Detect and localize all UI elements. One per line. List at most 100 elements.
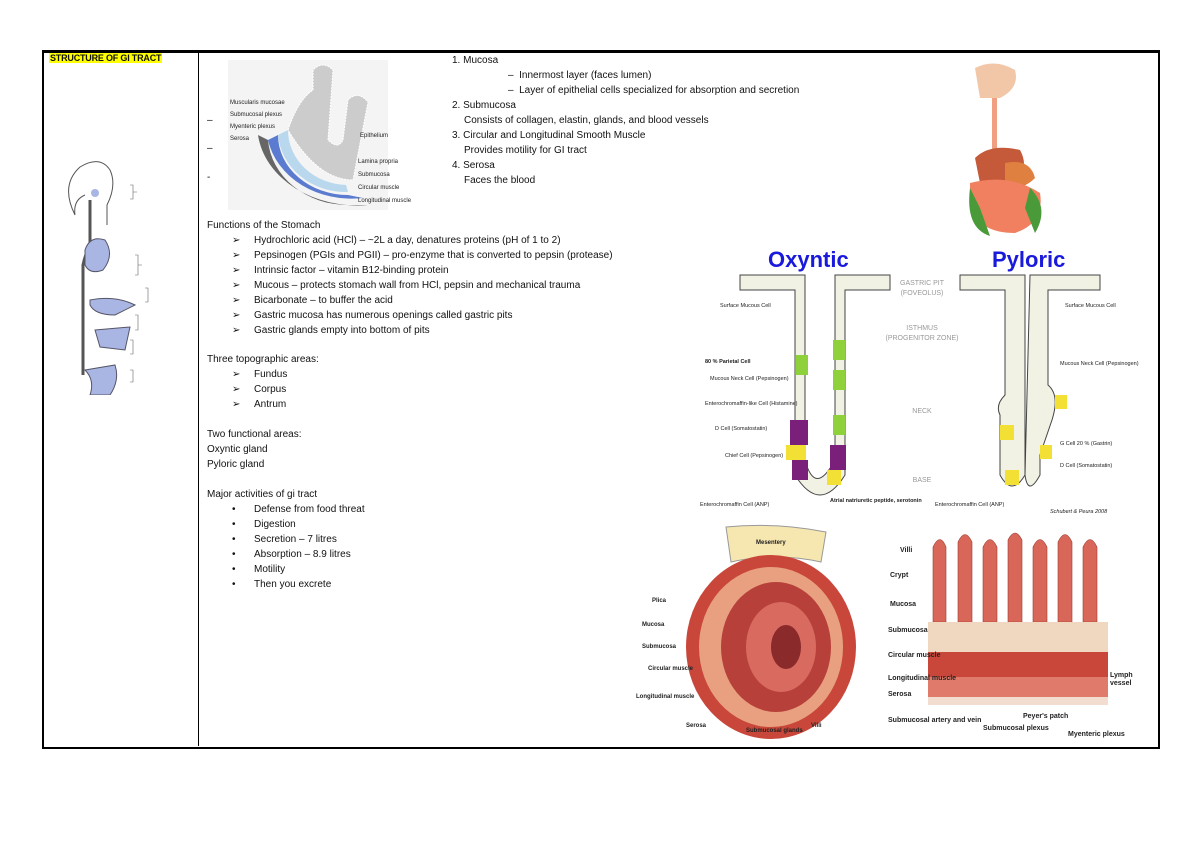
- dash-mark: -: [207, 172, 211, 183]
- figure-label: Submucosal plexus: [230, 112, 282, 118]
- arrow-bullet-icon: ➢: [232, 369, 241, 380]
- list-item: ➢Intrinsic factor – vitamin B12-binding …: [232, 265, 449, 276]
- list-item: ➢Fundus: [232, 369, 288, 380]
- figure-label: Surface Mucous Cell: [720, 303, 771, 309]
- figure-label: Submucosal plexus: [983, 725, 1049, 732]
- figure-label: Lymph vessel: [1110, 672, 1133, 687]
- figure-label: Circular muscle: [358, 185, 400, 191]
- oxyntic-heading: Oxyntic: [768, 247, 849, 272]
- figure-label: D Cell (Somatostatin): [1060, 463, 1112, 469]
- figure-label: ISTHMUS: [906, 325, 938, 332]
- figure-label: Submucosal artery and vein: [888, 717, 981, 724]
- list-item: •Absorption – 8.9 litres: [232, 549, 351, 560]
- figure-label: Mucosa: [890, 601, 916, 608]
- figure-label: Myenteric plexus: [230, 124, 275, 130]
- figure-label: Lamina propria: [358, 159, 399, 165]
- layer-item-muscle: 3. Circular and Longitudinal Smooth Musc…: [452, 130, 646, 141]
- list-item: •Secretion – 7 litres: [232, 534, 337, 545]
- dash-mark: –: [207, 115, 213, 126]
- figure-label: Enterochromaffin Cell (ANP): [935, 502, 1004, 508]
- pyloric-heading: Pyloric: [992, 247, 1065, 272]
- gastric-glands-diagram: Oxyntic Pyloric GASTRIC PIT (FOVEOLUS) IS…: [700, 247, 1139, 515]
- figure-label: Mucous Neck Cell (Pepsinogen): [1060, 361, 1139, 367]
- bullet-icon: •: [232, 549, 236, 560]
- bullet-icon: •: [232, 564, 236, 575]
- figure-label: Serosa: [888, 691, 911, 698]
- bullet-icon: •: [232, 534, 236, 545]
- list-item: •Motility: [232, 564, 286, 575]
- list-item: ➢Mucous – protects stomach wall from HCl…: [232, 280, 581, 291]
- figure-label: GASTRIC PIT: [900, 280, 945, 287]
- figure-label: Myenteric plexus: [1068, 731, 1125, 738]
- layer-item-mucosa: 1. Mucosa: [452, 55, 499, 66]
- figure-label: Submucosal glands: [746, 728, 803, 734]
- gi-tract-diagram: [68, 161, 149, 395]
- layer-detail: Provides motility for GI tract: [464, 145, 587, 156]
- figure-label: (FOVEOLUS): [901, 290, 944, 297]
- arrow-bullet-icon: ➢: [232, 295, 241, 306]
- layer-detail: Consists of collagen, elastin, glands, a…: [464, 115, 709, 126]
- layer-detail: Faces the blood: [464, 175, 536, 186]
- figure-label: Villi: [900, 547, 912, 554]
- page-title: STRUCTURE OF GI TRACT: [49, 53, 163, 63]
- figure-label: Crypt: [890, 572, 909, 579]
- figure-label: Circular muscle: [648, 666, 694, 672]
- arrow-bullet-icon: ➢: [232, 250, 241, 261]
- layer-detail: – Innermost layer (faces lumen): [508, 70, 652, 81]
- functional-heading: Two functional areas:: [207, 429, 302, 440]
- figure-label: Serosa: [686, 723, 707, 729]
- list-item: •Digestion: [232, 519, 296, 530]
- figure-label: Villi: [811, 723, 822, 729]
- figure-label: Mucous Neck Cell (Pepsinogen): [710, 376, 789, 382]
- figure-label: Serosa: [230, 136, 250, 142]
- list-item: ➢Corpus: [232, 384, 287, 395]
- figure-label: NECK: [912, 408, 932, 415]
- figure-label: Circular muscle: [888, 652, 941, 659]
- layer-item-serosa: 4. Serosa: [452, 160, 495, 171]
- figure-label: Muscularis mucosae: [230, 100, 285, 106]
- arrow-bullet-icon: ➢: [232, 384, 241, 395]
- figure-label: Mesentery: [756, 540, 786, 546]
- column-divider: [198, 50, 199, 746]
- figure-label: D Cell (Somatostatin): [715, 426, 767, 432]
- figure-label: Peyer's patch: [1023, 713, 1068, 720]
- figure-label: Enterochromaffin Cell (ANP): [700, 502, 769, 508]
- list-item: •Then you excrete: [232, 579, 332, 590]
- table-border: [42, 50, 1160, 749]
- arrow-bullet-icon: ➢: [232, 280, 241, 291]
- digestive-system-diagram: [969, 63, 1042, 236]
- arrow-bullet-icon: ➢: [232, 399, 241, 410]
- figure-label: (PROGENITOR ZONE): [886, 335, 959, 342]
- list-item: ➢Hydrochloric acid (HCl) – ~2L a day, de…: [232, 235, 561, 246]
- functions-heading: Functions of the Stomach: [207, 220, 321, 231]
- figure-label: Enterochromaffin-like Cell (Histamine): [705, 401, 798, 407]
- arrow-bullet-icon: ➢: [232, 310, 241, 321]
- list-item: ➢Gastric mucosa has numerous openings ca…: [232, 310, 513, 321]
- layer-detail: – Layer of epithelial cells specialized …: [508, 85, 800, 96]
- topographic-heading: Three topographic areas:: [207, 354, 319, 365]
- list-item: ➢Pepsinogen (PGIs and PGII) – pro-enzyme…: [232, 250, 613, 261]
- figure-label: Atrial natriuretic peptide, serotonin: [830, 498, 922, 504]
- figure-label: Longitudinal muscle: [636, 694, 695, 700]
- arrow-bullet-icon: ➢: [232, 235, 241, 246]
- list-item: ➢Antrum: [232, 399, 287, 410]
- arrow-bullet-icon: ➢: [232, 325, 241, 336]
- list-item: Pyloric gland: [207, 459, 265, 470]
- figure-label: Surface Mucous Cell: [1065, 303, 1116, 309]
- figure-label: G Cell 20 % (Gastrin): [1060, 441, 1112, 447]
- figure-label: Longitudinal muscle: [358, 198, 412, 204]
- figure-label: Schubert & Peura 2008: [1050, 509, 1108, 515]
- layer-item-submucosa: 2. Submucosa: [452, 100, 516, 111]
- figure-label: Epithelium: [360, 133, 388, 139]
- figure-label: 80 % Parietal Cell: [705, 359, 751, 365]
- figure-label: Submucosa: [642, 644, 677, 650]
- figure-label: Submucosa: [888, 627, 928, 634]
- activities-heading: Major activities of gi tract: [207, 489, 318, 500]
- figure-label: Plica: [652, 598, 667, 604]
- list-item: Oxyntic gland: [207, 444, 268, 455]
- figure-label: BASE: [913, 477, 932, 484]
- arrow-bullet-icon: ➢: [232, 265, 241, 276]
- figure-label: Longitudinal muscle: [888, 675, 956, 682]
- figure-label: Mucosa: [642, 622, 665, 628]
- bullet-icon: •: [232, 519, 236, 530]
